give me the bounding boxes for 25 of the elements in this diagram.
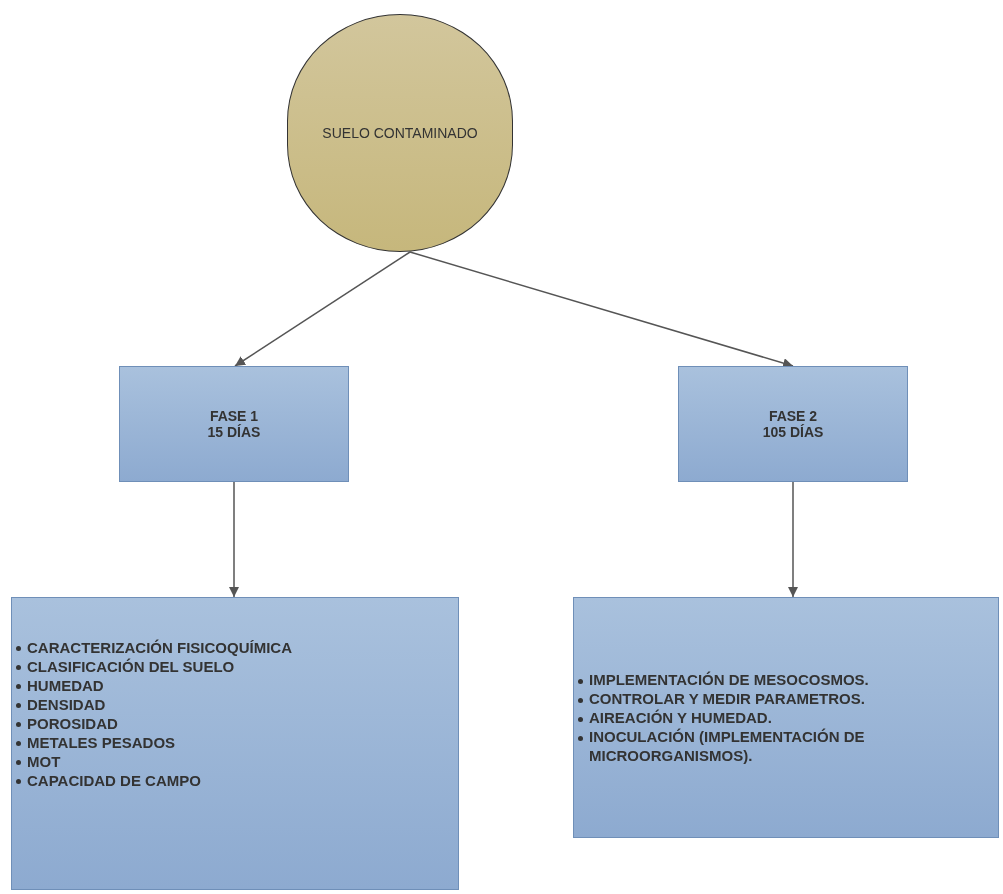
bullet-item: CAPACIDAD DE CAMPO [16,770,458,790]
bullet-item: POROSIDAD [16,713,458,733]
activity-list-box [11,597,459,890]
bullet-item: HUMEDAD [16,675,458,695]
node-label: 15 DÍAS [207,424,261,440]
phase-box [119,366,349,482]
bullet-item: MOT [16,751,458,771]
bullet-item: DENSIDAD [16,694,458,714]
bullet-item: INOCULACIÓN (IMPLEMENTACIÓN DE MICROORGANISMOS). [578,727,998,765]
arrow [409,251,794,368]
node-label: SUELO CONTAMINADO [322,125,478,141]
bullet-item: AIREACIÓN Y HUMEDAD. [578,708,998,727]
node-label: FASE 1 [209,408,259,424]
activity-list-box [573,597,999,838]
arrow [234,251,411,367]
arrow [229,481,239,598]
arrow [788,481,798,598]
bullet-item: CLASIFICACIÓN DEL SUELO [16,656,458,676]
bullet-item: METALES PESADOS [16,732,458,752]
bullet-item: CONTROLAR Y MEDIR PARAMETROS. [578,689,998,708]
phase-box [678,366,908,482]
node-label: FASE 2 [768,408,818,424]
bullet-item: CARACTERIZACIÓN FISICOQUÍMICA [16,637,458,657]
node-label: 105 DÍAS [762,424,824,440]
bullet-item: IMPLEMENTACIÓN DE MESOCOSMOS. [578,670,998,689]
